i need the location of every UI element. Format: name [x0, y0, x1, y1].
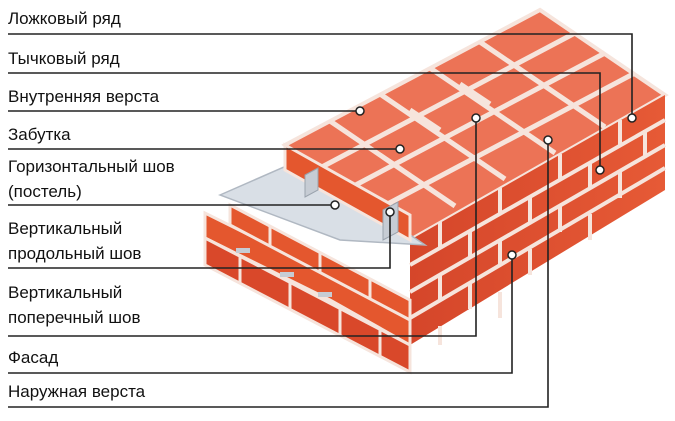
top-joints: [318, 30, 637, 211]
label-long-joint-line2: продольный шов: [8, 244, 142, 263]
label-cross-joint-line1: Вертикальный: [8, 283, 123, 302]
label-stretcher-course: Ложковый ряд: [8, 9, 121, 28]
leader-header-course: [8, 72, 601, 170]
long-joint-insert: [304, 167, 319, 198]
label-inner-wythe: Внутренняя верста: [8, 87, 160, 106]
lower-course-face: [203, 235, 412, 375]
lower-course-joints: [238, 256, 382, 356]
label-facade: Фасад: [8, 348, 59, 367]
leader-long-joint: [8, 212, 391, 269]
label-bed-joint: Горизонтальный шов (постель): [8, 157, 175, 202]
label-long-joint-line1: Вертикальный: [8, 219, 123, 238]
leader-cross-joint: [8, 118, 477, 337]
leader-dots: [330, 106, 637, 260]
label-cross-joint: Вертикальный поперечный шов: [8, 283, 140, 328]
leader-facade: [8, 255, 513, 374]
label-infill: Забутка: [8, 125, 71, 144]
leader-outer-wythe: [8, 140, 549, 408]
label-outer-wythe: Наружная верста: [8, 382, 146, 401]
label-long-joint: Вертикальный продольный шов: [8, 219, 141, 264]
leader-lines: [8, 33, 633, 408]
label-header-course: Тычковый ряд: [8, 49, 120, 68]
right-face-joints: [408, 118, 667, 345]
leader-stretcher-course: [8, 33, 633, 118]
label-bed-joint-line1: Горизонтальный шов: [8, 157, 175, 176]
label-cross-joint-line2: поперечный шов: [8, 308, 141, 327]
mortar-bed: [218, 159, 428, 246]
label-bed-joint-line2: (постель): [8, 182, 82, 201]
small-joint-marks: [236, 248, 332, 297]
